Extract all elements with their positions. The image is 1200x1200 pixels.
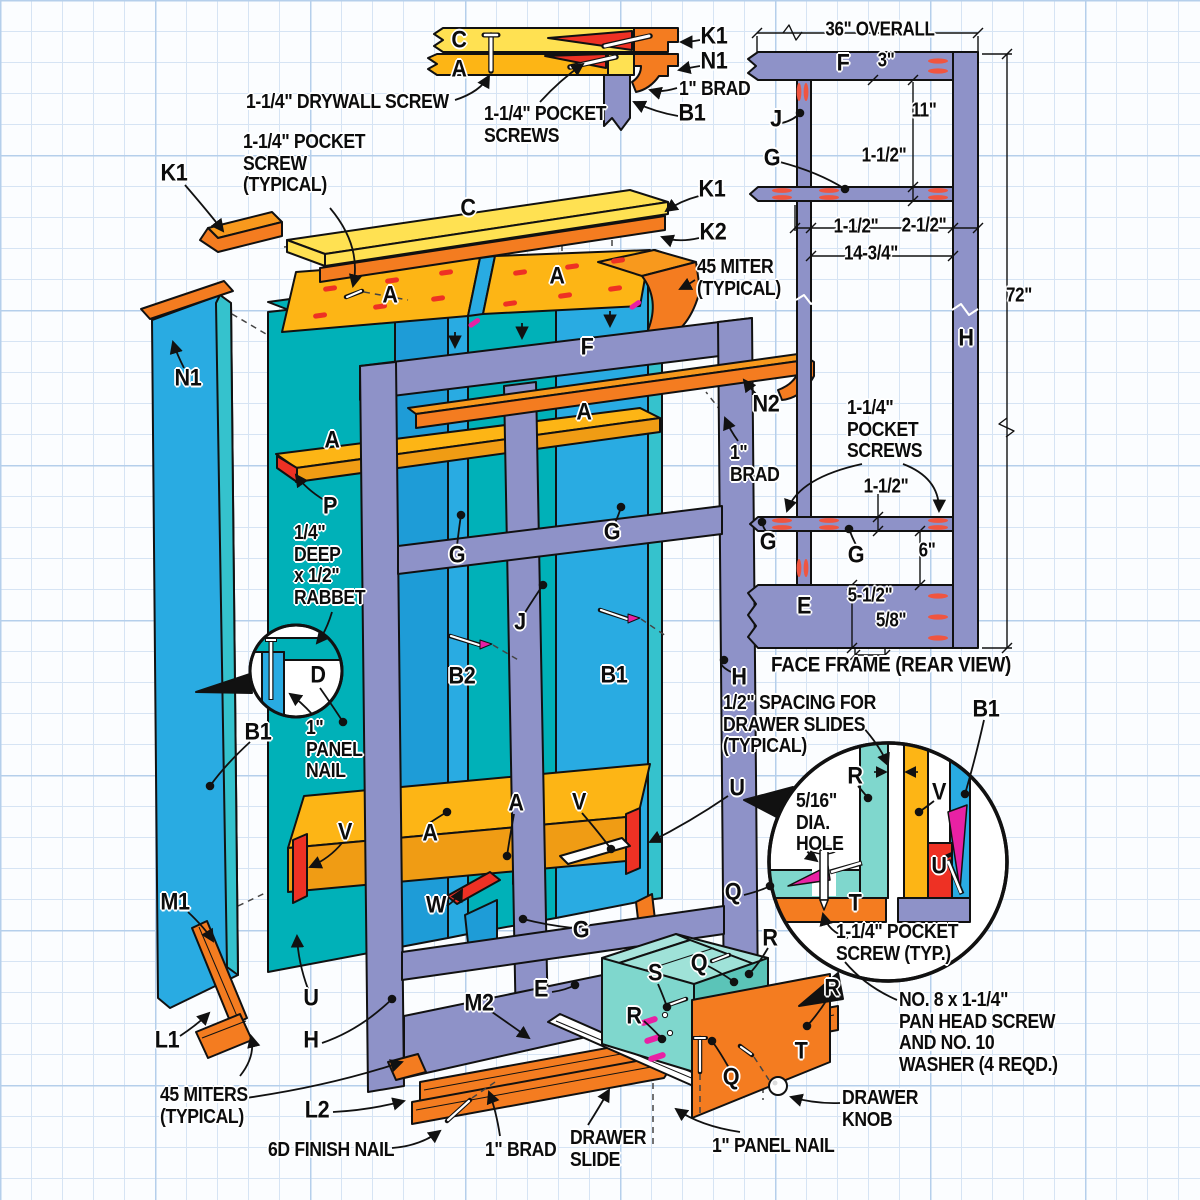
leader-lines <box>169 35 985 1149</box>
bracket-n1-section <box>631 53 679 93</box>
rear-rail-f <box>747 51 979 81</box>
top-panel-c <box>199 189 669 283</box>
rear-rail-g-upper <box>749 186 954 202</box>
panel-b1-section-top <box>603 74 631 131</box>
top-panels-a <box>267 249 701 827</box>
cleat-v-section <box>903 743 929 899</box>
rail-g-upper <box>397 505 723 575</box>
pan-head-screw <box>819 849 829 901</box>
rear-stile-j <box>796 79 812 586</box>
fastener-dashed-paths <box>363 291 770 1116</box>
screws-and-nails <box>343 288 755 1124</box>
side-panel-b1 <box>140 280 253 1059</box>
cleat-v-left <box>292 833 308 904</box>
rear-rail-g-lower <box>749 516 954 532</box>
trim-front-c <box>319 215 666 283</box>
rail-g-lower <box>401 905 725 981</box>
cleat-u-section <box>927 842 953 899</box>
cleat-v-right <box>625 807 641 875</box>
trim-k1-section <box>633 27 679 53</box>
dimension-lines <box>751 24 1015 661</box>
detail-circle-pocket-screw <box>743 741 1009 1007</box>
drawer-part-r-section <box>859 743 889 899</box>
face-frame-section <box>897 897 971 923</box>
brad-arrows <box>448 311 617 350</box>
base-molding-m1 <box>191 920 248 1027</box>
face-frame-rear-view <box>747 24 1015 661</box>
drawer-knob <box>768 1076 788 1096</box>
stile-left <box>359 361 405 1093</box>
drawer-slide-installed <box>559 837 631 865</box>
rear-view-leaders <box>757 108 947 546</box>
base-molding-l1 <box>195 1013 253 1059</box>
trim-n1-strip <box>140 280 234 320</box>
pocket-screw-marks-red <box>313 257 626 319</box>
rear-rail-e <box>747 584 954 649</box>
pocket-holes-red <box>772 58 948 641</box>
cross-section-detail <box>427 27 679 131</box>
drawer-front-t <box>691 973 831 1119</box>
rear-stile-h <box>952 51 979 649</box>
